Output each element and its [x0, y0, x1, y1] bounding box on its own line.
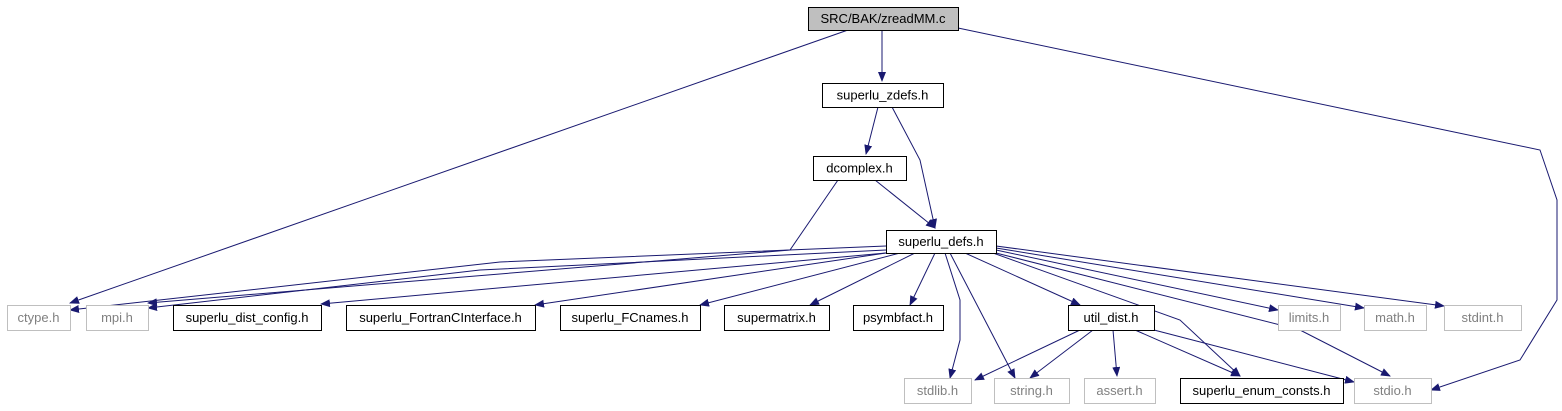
node-box	[822, 83, 944, 108]
node-box	[1444, 305, 1522, 331]
node-superlu-fortranc[interactable]: superlu_FortranCInterface.h	[346, 305, 536, 331]
edge-layer	[69, 27, 1558, 391]
node-label: superlu_FCnames.h	[571, 310, 688, 325]
node-string: string.h	[994, 378, 1070, 404]
node-superlu-fcnames[interactable]: superlu_FCnames.h	[560, 305, 701, 331]
node-layer: SRC/BAK/zreadMM.c superlu_zdefs.h dcomplex…	[7, 7, 1522, 404]
node-box	[7, 305, 71, 331]
node-label: superlu_zdefs.h	[837, 88, 929, 103]
node-box	[724, 305, 830, 331]
node-box	[560, 305, 701, 331]
node-zreadmm[interactable]: SRC/BAK/zreadMM.c	[808, 7, 959, 31]
node-label: superlu_FortranCInterface.h	[359, 310, 522, 325]
node-label: math.h	[1375, 310, 1415, 325]
node-label: SRC/BAK/zreadMM.c	[821, 11, 946, 26]
node-box	[346, 305, 536, 331]
edge-superlu_defs-to-stdlib	[944, 252, 961, 379]
edge-superlu_defs-to-limits	[995, 249, 1279, 313]
edge-superlu_defs-to-supermatrix	[809, 252, 916, 306]
node-stdio: stdio.h	[1354, 378, 1432, 404]
edge-util_dist-to-superlu_enum_consts	[1134, 329, 1241, 377]
node-box	[1180, 378, 1344, 404]
node-mpi: mpi.h	[86, 305, 149, 331]
edge-superlu_zdefs-to-dcomplex	[864, 106, 879, 155]
node-box	[904, 378, 972, 404]
edge-superlu_defs-to-superlu_dist_config	[320, 252, 887, 308]
node-superlu-defs[interactable]: superlu_defs.h	[886, 230, 997, 254]
edge-util_dist-to-string	[1029, 329, 1094, 379]
edge-superlu_defs-to-superlu_enum_consts	[992, 252, 1241, 377]
node-box	[813, 156, 907, 181]
node-math: math.h	[1364, 305, 1427, 331]
node-superlu-zdefs[interactable]: superlu_zdefs.h	[822, 83, 944, 108]
node-label: string.h	[1010, 383, 1053, 398]
node-label: mpi.h	[101, 310, 133, 325]
node-stdint: stdint.h	[1444, 305, 1522, 331]
node-label: ctype.h	[18, 310, 60, 325]
node-label: superlu_defs.h	[898, 234, 983, 249]
edge-util_dist-to-assert	[1112, 329, 1121, 377]
edge-superlu_zdefs-to-superlu_defs	[891, 106, 937, 229]
edge-dcomplex-to-superlu_defs	[874, 179, 936, 229]
node-box	[1354, 378, 1432, 404]
edge-superlu_defs-to-superlu_fcnames	[699, 252, 901, 307]
edge-superlu_defs-to-math	[995, 247, 1365, 311]
node-box	[886, 230, 997, 254]
node-label: dcomplex.h	[826, 161, 892, 176]
node-stdlib: stdlib.h	[904, 378, 972, 404]
node-label: superlu_enum_consts.h	[1192, 383, 1330, 398]
node-label: stdlib.h	[917, 383, 958, 398]
node-ctype: ctype.h	[7, 305, 71, 331]
node-box	[1278, 305, 1341, 331]
node-psymbfact[interactable]: psymbfact.h	[853, 305, 944, 331]
node-box	[1364, 305, 1427, 331]
edge-dcomplex-to-mpi	[147, 179, 839, 307]
node-assert: assert.h	[1084, 378, 1156, 404]
node-label: assert.h	[1096, 383, 1142, 398]
node-box	[86, 305, 149, 331]
edge-superlu_defs-to-psymbfact	[909, 252, 936, 306]
node-dcomplex[interactable]: dcomplex.h	[813, 156, 907, 181]
node-box	[853, 305, 944, 331]
edge-superlu_defs-to-ctype	[69, 245, 887, 313]
node-label: psymbfact.h	[863, 310, 933, 325]
node-label: stdint.h	[1462, 310, 1504, 325]
node-box	[173, 305, 322, 331]
node-label: util_dist.h	[1084, 310, 1139, 325]
edge-util_dist-to-stdlib	[974, 329, 1081, 381]
node-superlu-enum-consts[interactable]: superlu_enum_consts.h	[1180, 378, 1344, 404]
node-superlu-dist-config[interactable]: superlu_dist_config.h	[173, 305, 322, 331]
edge-superlu_defs-to-util_dist	[964, 252, 1081, 306]
edge-superlu_defs-to-mpi	[147, 249, 887, 311]
edge-util_dist-to-stdio	[1153, 329, 1355, 384]
edge-superlu_defs-to-superlu_fortranc	[534, 252, 887, 308]
node-box	[1084, 378, 1156, 404]
node-box	[808, 7, 959, 31]
node-label: superlu_dist_config.h	[186, 310, 309, 325]
edge-superlu_defs-to-string	[949, 252, 1016, 379]
node-supermatrix[interactable]: supermatrix.h	[724, 305, 830, 331]
node-label: supermatrix.h	[737, 310, 816, 325]
node-util-dist[interactable]: util_dist.h	[1068, 305, 1155, 331]
edge-zreadmm-to-stdio	[957, 27, 1558, 391]
node-limits: limits.h	[1278, 305, 1341, 331]
edge-zreadmm-to-ctype	[69, 29, 849, 304]
node-box	[994, 378, 1070, 404]
edge-superlu_defs-to-stdint	[995, 245, 1445, 309]
node-label: stdio.h	[1373, 383, 1411, 398]
node-label: limits.h	[1289, 310, 1329, 325]
node-box	[1068, 305, 1155, 331]
